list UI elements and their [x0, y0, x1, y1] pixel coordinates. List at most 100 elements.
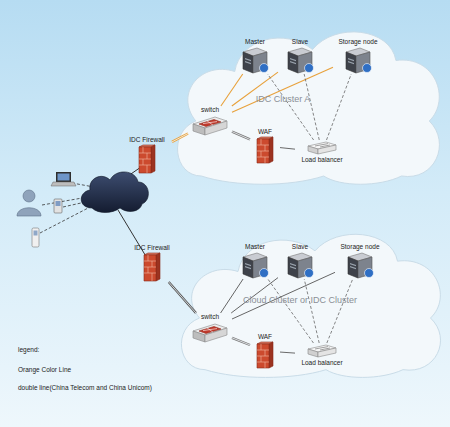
server-icon-part	[290, 58, 296, 61]
firewall-node: IDC Firewall	[127, 244, 177, 282]
device-label: IDC Firewall	[129, 136, 164, 144]
lb-icon	[306, 140, 338, 156]
waf-icon-part	[257, 139, 269, 163]
server-icon-part	[290, 266, 296, 269]
device-label: Storage node	[338, 38, 377, 46]
server-icon-part	[245, 266, 251, 269]
lb-icon-part	[315, 347, 330, 350]
server-icon-part	[288, 52, 298, 73]
device-label: Slave	[292, 243, 308, 251]
lb-node: Load balancer	[295, 140, 349, 164]
waf-node: WAF	[250, 128, 280, 164]
device-label: Load balancer	[301, 359, 342, 367]
server-icon	[343, 46, 373, 74]
device-label: Slave	[292, 38, 308, 46]
device-label: Storage node	[340, 243, 379, 251]
server-icon-part	[365, 269, 374, 278]
lb-node: Load balancer	[295, 343, 349, 367]
server-icon-part	[288, 257, 298, 278]
server-icon-part	[260, 269, 269, 278]
cluster-label: Cloud Cluster or IDC Cluster	[225, 295, 375, 306]
server-icon-part	[363, 64, 372, 73]
firewall-icon	[138, 144, 156, 174]
firewall-icon-part	[156, 253, 160, 281]
firewall-node: IDC Firewall	[122, 136, 172, 174]
waf-icon	[256, 341, 274, 369]
pda-icon	[54, 199, 62, 213]
lb-icon-part	[308, 349, 318, 357]
legend-heading: legend:	[18, 346, 39, 354]
cluster-cloud: Cloud Cluster or IDC Cluster Master Slave S…	[172, 225, 447, 380]
firewall-icon-part	[144, 255, 156, 281]
access-lines	[40, 183, 94, 233]
server-icon	[285, 251, 315, 279]
device-label: IDC Firewall	[134, 244, 169, 252]
server-node: Storage node	[333, 38, 383, 74]
user-icon	[17, 190, 41, 216]
device-label: Load balancer	[301, 156, 342, 164]
legend-text: Orange Color Line	[18, 366, 71, 373]
server-icon-part	[350, 266, 356, 269]
server-icon-part	[290, 61, 296, 64]
waf-icon-part	[257, 344, 269, 368]
firewall-icon-part	[139, 147, 151, 173]
device-label: switch	[201, 313, 219, 321]
internet-cloud	[81, 172, 148, 213]
switch-icon-part	[199, 120, 221, 127]
firewall-icon-part	[144, 255, 156, 281]
server-icon-part	[348, 58, 354, 61]
waf-icon-part	[269, 137, 273, 163]
legend-row: double line(China Telecom and China Unic…	[18, 384, 152, 392]
server-icon	[285, 46, 315, 74]
lb-icon	[306, 343, 338, 359]
cluster-label: IDC Cluster A	[208, 94, 358, 105]
server-icon-part	[245, 58, 251, 61]
switch-icon	[191, 114, 229, 138]
device-label: Master	[245, 38, 265, 46]
firewall-icon-part	[151, 145, 155, 173]
switch-icon	[191, 321, 229, 345]
switch-icon-part	[199, 327, 221, 334]
server-icon-part	[348, 61, 354, 64]
server-icon-part	[243, 52, 253, 73]
device-label: WAF	[258, 333, 272, 341]
firewall-icon	[143, 252, 161, 282]
server-node: Master	[233, 38, 277, 74]
waf-icon-part	[257, 344, 269, 368]
firewall-icon-part	[139, 147, 151, 173]
server-icon-part	[305, 269, 314, 278]
access-line	[40, 206, 92, 233]
server-icon-part	[243, 257, 253, 278]
server-node: Master	[233, 243, 277, 279]
cloud-outline-path	[178, 32, 440, 184]
switch-icon-part	[203, 328, 217, 332]
cluster-cloud: IDC Cluster A Master Slave Storage node swit…	[168, 22, 446, 187]
waf-icon	[256, 136, 274, 164]
server-icon-part	[346, 52, 356, 73]
waf-icon-part	[269, 342, 273, 368]
server-node: Slave	[278, 38, 322, 74]
server-icon-part	[350, 263, 356, 266]
server-icon	[240, 251, 270, 279]
switch-node: switch	[188, 313, 232, 345]
device-label: switch	[201, 106, 219, 114]
server-icon	[345, 251, 375, 279]
laptop-icon	[51, 172, 76, 186]
switch-icon-part	[203, 121, 217, 125]
server-icon-part	[290, 263, 296, 266]
cloud-outline-path	[181, 234, 440, 377]
switch-node: switch	[188, 106, 232, 138]
phone-icon	[32, 228, 39, 247]
waf-node: WAF	[250, 333, 280, 369]
legend-text: double line(China Telecom and China Unic…	[18, 384, 152, 391]
server-icon-part	[245, 61, 251, 64]
device-label: Master	[245, 243, 265, 251]
lb-icon-part	[318, 348, 336, 357]
server-node: Slave	[278, 243, 322, 279]
server-node: Storage node	[335, 243, 385, 279]
lb-icon-part	[318, 145, 336, 154]
server-icon-part	[348, 257, 358, 278]
device-label: WAF	[258, 128, 272, 136]
server-icon-part	[305, 64, 314, 73]
